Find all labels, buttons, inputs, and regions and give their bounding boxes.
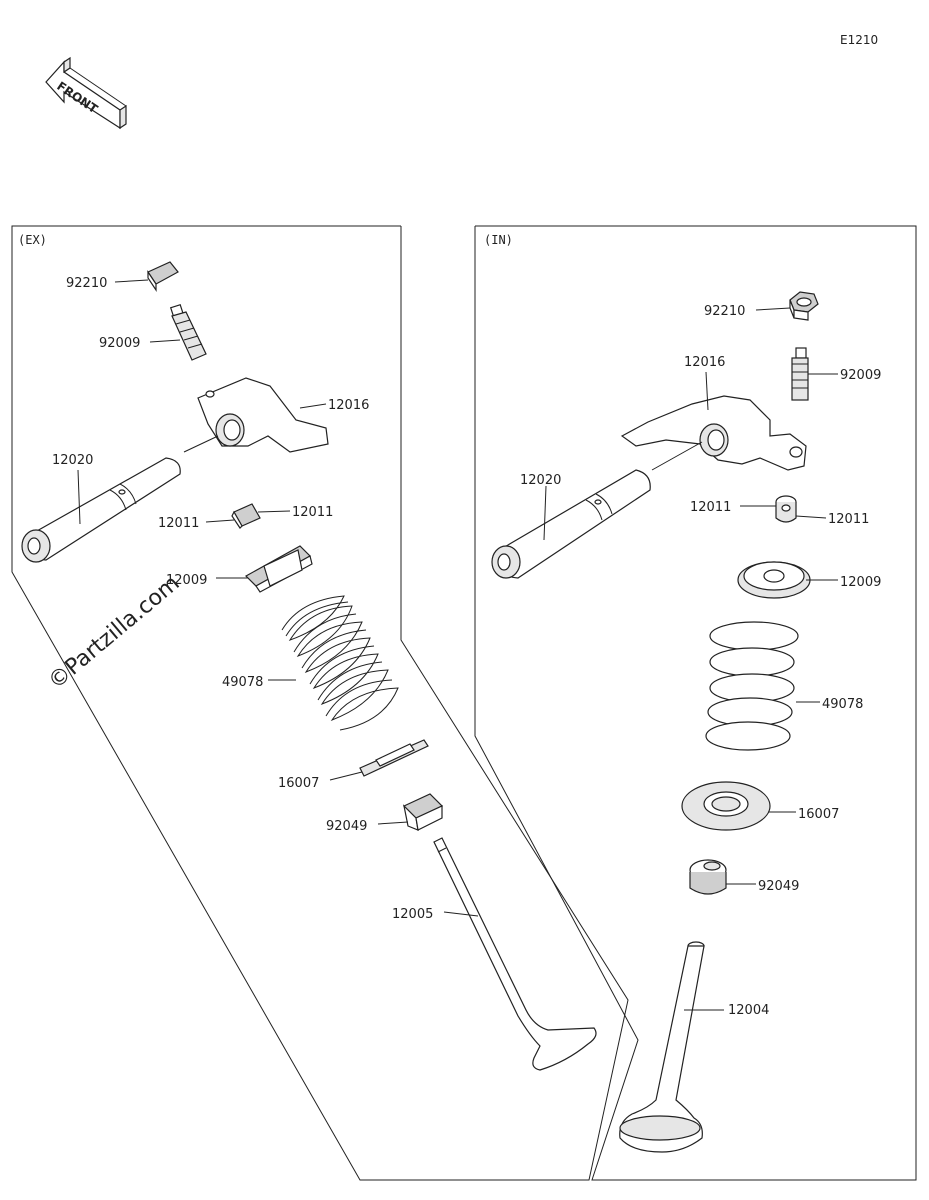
intake-panel-border: [474, 225, 917, 1181]
front-arrow-icon: FRONT: [45, 56, 127, 130]
in-retainer: 12009: [737, 561, 881, 599]
ex-valve: 12005: [392, 837, 597, 1071]
ex-callout-12016: 12016: [328, 398, 369, 413]
ex-spring-seat: 16007: [278, 739, 429, 791]
ex-rocker-shaft: 12020: [21, 435, 219, 563]
in-callout-12011-left: 12011: [690, 500, 731, 515]
in-callout-92009: 92009: [840, 368, 881, 383]
in-rocker-arm: 12016: [620, 355, 807, 471]
in-callout-12016: 12016: [684, 355, 725, 370]
ex-callout-12020: 12020: [52, 453, 93, 468]
in-adjusting-nut: 92210: [704, 291, 819, 321]
exhaust-title: (EX): [18, 233, 47, 247]
ex-callout-92009: 92009: [99, 336, 140, 351]
ex-adjusting-nut: 92210: [66, 261, 179, 292]
watermark: ©Partzilla.com: [44, 571, 185, 695]
in-valve: 12004: [619, 941, 769, 1153]
ex-cotters: 12011 12011: [158, 503, 333, 531]
in-stem-seal: 92049: [689, 859, 799, 895]
diagram-code: E1210: [840, 33, 878, 47]
in-callout-16007: 16007: [798, 807, 839, 822]
ex-callout-92210: 92210: [66, 276, 107, 291]
ex-rocker-arm: 12016: [197, 377, 369, 453]
ex-callout-92049: 92049: [326, 819, 367, 834]
exhaust-panel-border: [11, 225, 629, 1181]
in-callout-92210: 92210: [704, 304, 745, 319]
ex-callout-12011-left: 12011: [158, 516, 199, 531]
in-cotters: 12011 12011: [690, 495, 869, 527]
in-callout-12020: 12020: [520, 473, 561, 488]
ex-callout-49078: 49078: [222, 675, 263, 690]
in-adjusting-screw: 92009: [791, 347, 881, 401]
in-callout-92049: 92049: [758, 879, 799, 894]
in-callout-12004: 12004: [728, 1003, 769, 1018]
in-callout-49078: 49078: [822, 697, 863, 712]
ex-callout-12011-right: 12011: [292, 505, 333, 520]
ex-stem-seal: 92049: [326, 793, 444, 834]
in-valve-spring: 49078: [705, 621, 863, 751]
ex-retainer: 12009: [166, 545, 313, 593]
exhaust-panel: (EX) 92210 92009 12016: [11, 225, 629, 1181]
in-callout-12009: 12009: [840, 575, 881, 590]
ex-valve-spring: 49078: [222, 595, 399, 731]
in-callout-12011-right: 12011: [828, 512, 869, 527]
intake-panel: (IN) 92210 12016 92009: [474, 225, 917, 1181]
ex-adjusting-screw: 92009: [99, 303, 207, 361]
intake-title: (IN): [484, 233, 513, 247]
ex-callout-12005: 12005: [392, 907, 433, 922]
in-spring-seat: 16007: [681, 781, 839, 831]
ex-callout-12009: 12009: [166, 573, 207, 588]
in-rocker-shaft: 12020: [491, 441, 703, 579]
ex-callout-16007: 16007: [278, 776, 319, 791]
